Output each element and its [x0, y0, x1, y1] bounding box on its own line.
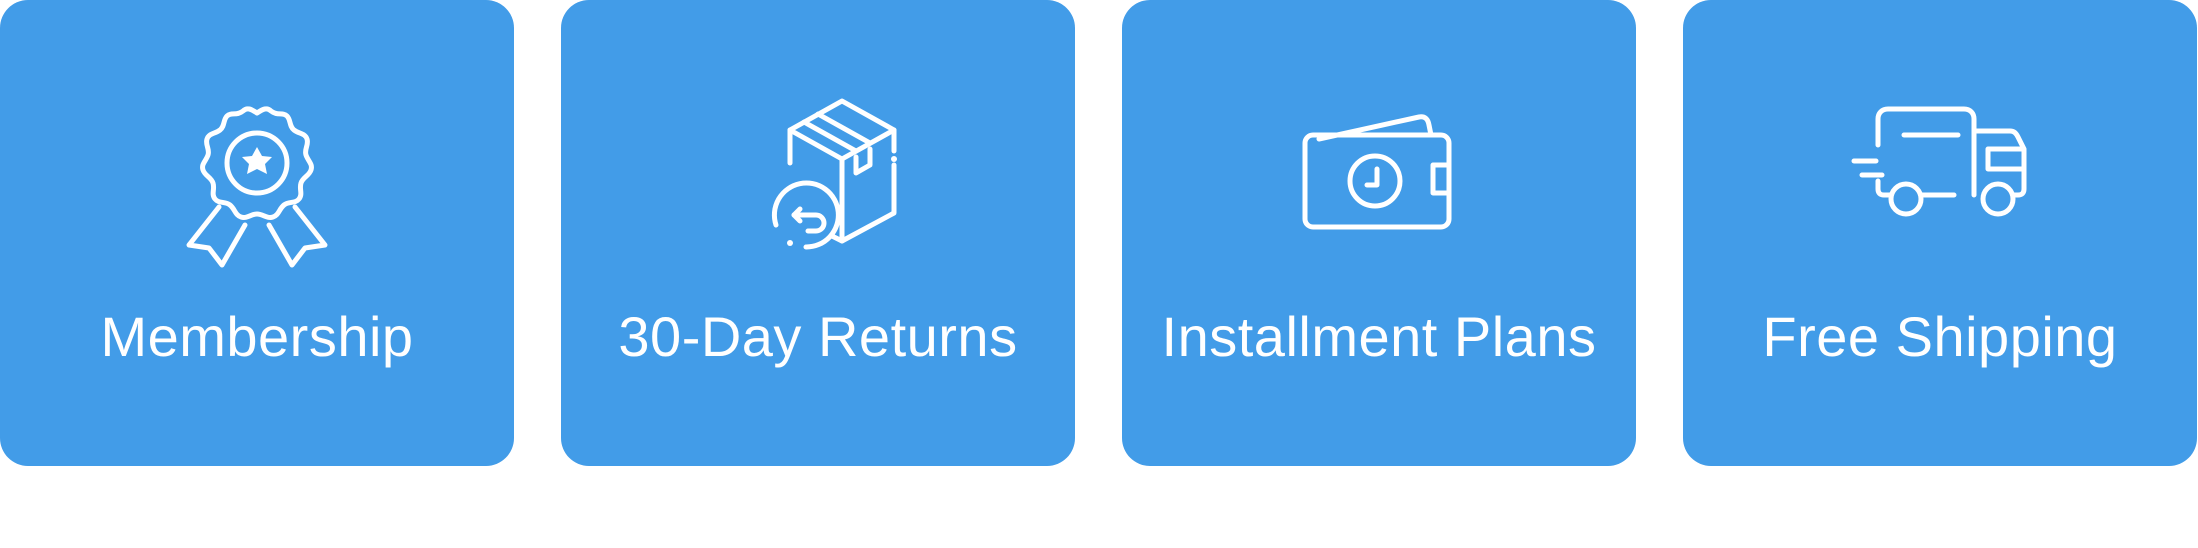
feature-label-30-day-returns: 30-Day Returns	[618, 305, 1018, 368]
feature-label-free-shipping: Free Shipping	[1762, 305, 2118, 368]
feature-card-30-day-returns[interactable]: 30-Day Returns	[561, 0, 1075, 466]
delivery-truck-icon	[1683, 95, 2197, 265]
feature-label-membership: Membership	[100, 305, 414, 368]
feature-card-free-shipping[interactable]: Free Shipping	[1683, 0, 2197, 466]
box-return-icon	[561, 95, 1075, 265]
feature-cards: Membership	[0, 0, 2197, 466]
wallet-clock-icon	[1122, 95, 1636, 265]
feature-card-membership[interactable]: Membership	[0, 0, 514, 466]
feature-card-installment-plans[interactable]: Installment Plans	[1122, 0, 1636, 466]
award-ribbon-icon	[0, 95, 514, 268]
feature-label-installment-plans: Installment Plans	[1161, 305, 1597, 368]
